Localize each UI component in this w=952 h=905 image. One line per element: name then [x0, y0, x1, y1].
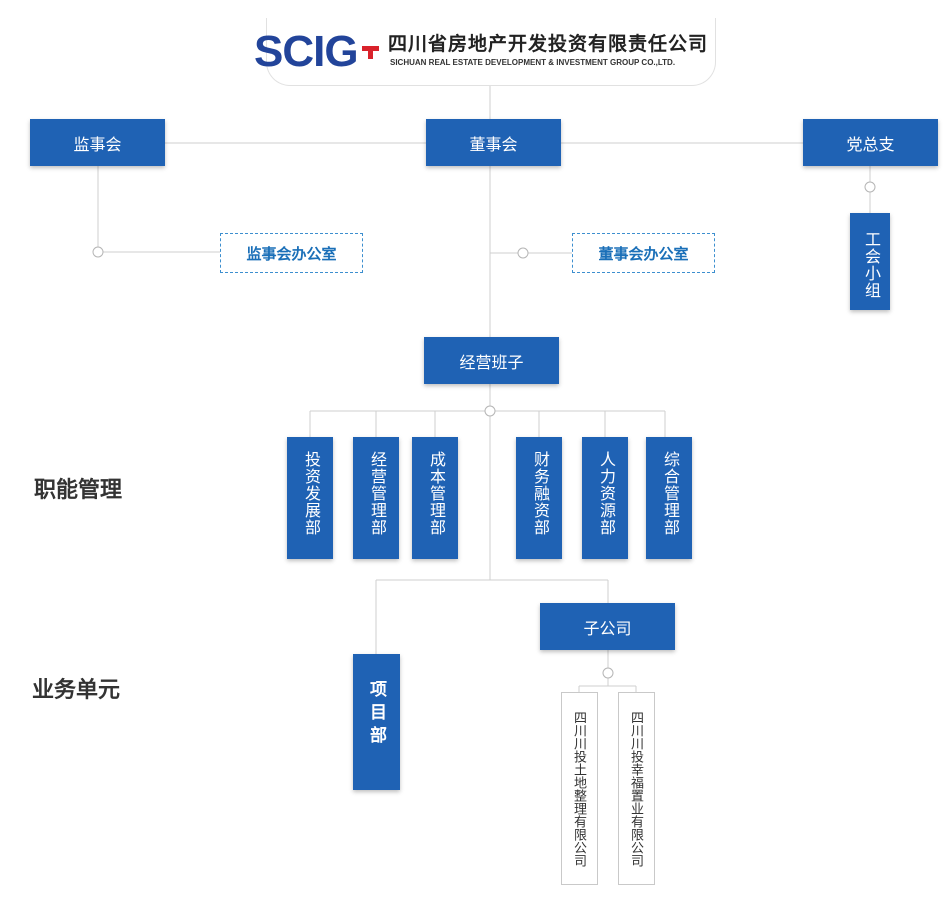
union-group-label: 工会小组 [862, 231, 879, 299]
union-group: 工会小组 [850, 213, 890, 310]
department-box: 投资发展部 [287, 437, 333, 559]
department-box: 财务融资部 [516, 437, 562, 559]
connector-node [92, 246, 104, 258]
connector-node [484, 405, 496, 417]
department-label: 投资发展部 [302, 451, 319, 536]
department-box: 经营管理部 [353, 437, 399, 559]
department-box: 综合管理部 [646, 437, 692, 559]
department-label: 人力资源部 [597, 451, 614, 536]
board-office: 董事会办公室 [572, 233, 715, 273]
subsidiary-company-label: 四川川投幸福置业有限公司 [629, 711, 644, 867]
svg-text:SCIG: SCIG [254, 27, 358, 72]
scig-logo-mark: SCIG [254, 27, 379, 72]
logo-header [266, 18, 716, 86]
projects-dept: 项目部 [353, 654, 400, 790]
connector-node [602, 667, 614, 679]
connector-node [517, 247, 529, 259]
section-functional: 职能管理 [34, 477, 123, 502]
section-business: 业务单元 [32, 677, 121, 702]
department-box: 人力资源部 [582, 437, 628, 559]
subsidiary-company-label: 四川川投土地整理有限公司 [572, 711, 587, 867]
company-logo: SCIG 四川省房地产开发投资有限责任公司 SICHUAN REAL ESTAT… [254, 24, 724, 74]
board-of-directors: 董事会 [426, 119, 561, 166]
department-box: 成本管理部 [412, 437, 458, 559]
department-label: 综合管理部 [661, 451, 678, 536]
department-label: 财务融资部 [531, 451, 548, 536]
department-label: 经营管理部 [368, 451, 385, 536]
subsidiaries: 子公司 [540, 603, 675, 650]
department-label: 成本管理部 [427, 451, 444, 536]
connector-node [864, 181, 876, 193]
company-name-en: SICHUAN REAL ESTATE DEVELOPMENT & INVEST… [390, 58, 676, 67]
party-branch: 党总支 [803, 119, 938, 166]
company-name-cn: 四川省房地产开发投资有限责任公司 [388, 34, 709, 55]
supervisory-office: 监事会办公室 [220, 233, 363, 273]
subsidiary-company: 四川川投土地整理有限公司 [561, 692, 598, 885]
subsidiary-company: 四川川投幸福置业有限公司 [618, 692, 655, 885]
supervisory-board: 监事会 [30, 119, 165, 166]
projects-label: 项目部 [367, 680, 386, 749]
management-team: 经营班子 [424, 337, 559, 384]
